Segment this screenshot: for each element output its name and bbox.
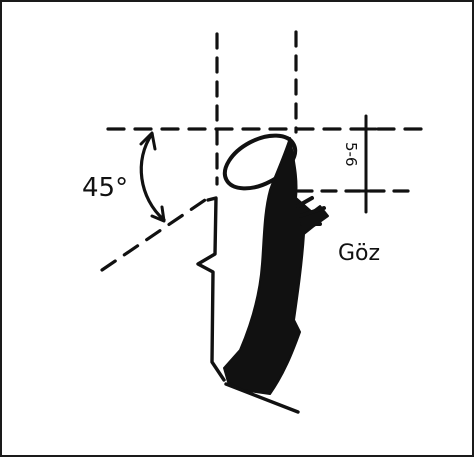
shaded-branch	[223, 137, 329, 395]
bud-label: Göz	[338, 241, 380, 266]
angle-arrow-bottom-icon	[150, 205, 166, 223]
measure-label: 5-6	[342, 142, 360, 167]
bud-scales	[296, 196, 326, 226]
diagonal-guide-45	[100, 196, 210, 272]
base-line	[224, 382, 300, 414]
angle-arrow-top-icon	[139, 131, 157, 151]
angle-arc	[139, 132, 166, 222]
old-stem-outline	[196, 196, 226, 382]
angle-label: 45°	[82, 173, 128, 203]
